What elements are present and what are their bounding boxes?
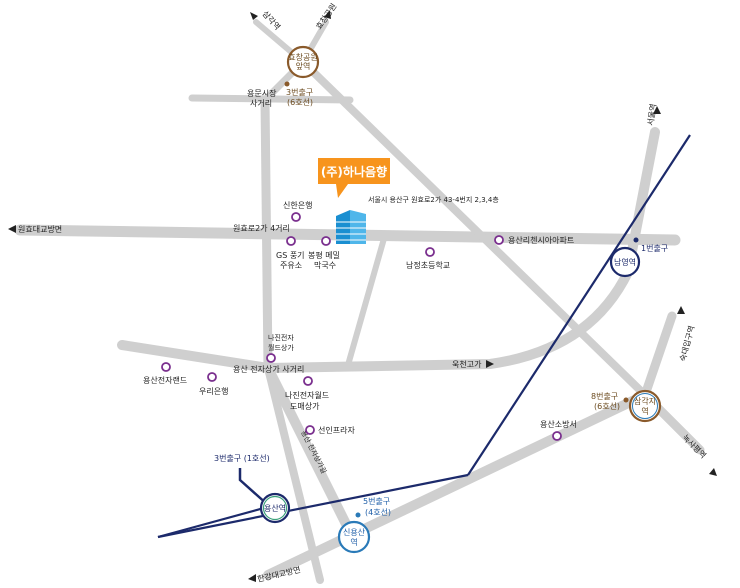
station-yongsan-inner <box>262 495 288 521</box>
station-samgakji-exit-dot <box>623 397 629 403</box>
station-namyeong-exit: 1번출구 <box>641 243 668 253</box>
subway-line-main <box>157 473 469 539</box>
poi-najin-label2: 월드상가 <box>268 343 294 352</box>
label-seoul-direction: 서울역 <box>645 103 658 126</box>
station-yongsan-exit: 3번출구 (1호선) <box>214 453 270 463</box>
station-hyochang-exit-dot <box>284 81 290 87</box>
station-samgakji-exit: 8번출구 <box>591 391 618 401</box>
station-hyochang-exit-line: (6호선) <box>287 98 313 107</box>
label-sookdae-direction: 숙대입구역 <box>677 324 696 362</box>
subway-yongsan-exit-connector <box>238 468 269 506</box>
subway-lines <box>157 134 691 539</box>
poi-najin-world-label1: 나진전자월드 <box>285 390 329 400</box>
poi-sunin-label: 선인프라자 <box>318 425 355 435</box>
station-sinyongsan-line2: 역 <box>350 537 357 547</box>
station-samgakji-line2: 역 <box>641 406 648 416</box>
poi-shinhan-label: 신한은행 <box>283 200 312 210</box>
station-namyeong-name: 남영역 <box>614 257 636 267</box>
station-samgakji-circle <box>628 389 662 423</box>
poi-gs-label2: 주유소 <box>280 261 302 270</box>
road-hyochang-diagonal <box>299 58 649 399</box>
poi-fire-marker <box>552 431 562 441</box>
arrow-noksa-icon <box>709 468 717 476</box>
road-vertical-to-yongsan <box>264 364 324 584</box>
poi-apartment-label: 용산리첸시아아파트 <box>508 235 574 245</box>
label-electronic-intersection: 용산 전자상가 사거리 <box>233 364 304 374</box>
poi-sunin-marker <box>305 425 315 435</box>
station-sinyongsan-circle <box>337 520 371 554</box>
poi-woori-label: 우리은행 <box>199 386 228 396</box>
label-left-direction: 원효대교방면 <box>18 224 62 234</box>
road-electronic-horizontal <box>117 267 633 374</box>
poi-noodle-label1: 봉평 메밀 <box>308 250 340 260</box>
subway-line-ext <box>157 503 276 539</box>
road-market-horizontal <box>188 94 354 104</box>
poi-namjeong-marker <box>425 247 435 257</box>
poi-namjeong-label: 남정초등학교 <box>406 260 450 270</box>
poi-apartment-marker <box>494 235 504 245</box>
road-vertical-left <box>260 95 273 373</box>
station-namyeong-circle <box>609 246 641 278</box>
road-diagonal-to-sinyongsan <box>263 363 359 545</box>
station-sinyongsan-exit: 5번출구 <box>363 496 390 506</box>
label-market-line2: 사거리 <box>250 99 272 108</box>
station-sinyongsan-exit-dot <box>355 512 361 518</box>
arrow-top-right-icon <box>324 10 331 19</box>
station-samgakji: 삼각지 역 8번출구 (6호선) <box>591 389 662 423</box>
station-namyeong-exit-dot <box>633 237 639 243</box>
station-sinyongsan-line1: 신용산 <box>343 527 366 537</box>
station-samgakji-line1: 삼각지 <box>634 396 656 406</box>
station-hyochang: 효창공원 앞역 3번출구 (6호선) <box>284 45 320 107</box>
poi-noodle-label2: 막국수 <box>314 260 336 270</box>
company-address: 서울시 용산구 원효로2가 43-4번지 2,3,4층 <box>368 195 499 204</box>
station-yongsan-name: 용산역 <box>264 503 286 513</box>
label-ramp: 욱천고가 <box>452 359 482 369</box>
station-sinyongsan: 신용산 역 5번출구 (4호선) <box>337 496 391 554</box>
subway-line-diagonal <box>467 134 691 476</box>
station-hyochang-circle <box>286 45 320 79</box>
road-samgakji-sinyongsan <box>263 390 650 580</box>
poi-najin-world-marker <box>303 376 313 386</box>
company-marker: (주)하나음향 서울시 용산구 원효로2가 43-4번지 2,3,4층 <box>318 158 499 244</box>
station-hyochang-line2: 앞역 <box>296 61 311 71</box>
poi-woori-marker <box>207 372 217 382</box>
station-hyochang-line1: 효창공원 <box>288 53 317 62</box>
station-yongsan: 용산역 3번출구 (1호선) <box>214 453 291 524</box>
poi-electronicland-label: 용산전자랜드 <box>143 375 187 385</box>
poi-gs-label1: GS 풍기 <box>276 251 305 260</box>
arrow-hangang-icon <box>248 574 256 582</box>
poi-najin-marker <box>266 353 276 363</box>
poi-electronicland-marker <box>161 362 171 372</box>
company-name: (주)하나음향 <box>321 164 387 179</box>
arrow-top-left-icon <box>250 12 258 20</box>
label-market-line1: 용문시장 <box>247 88 277 98</box>
arrow-seoul-icon <box>653 106 661 114</box>
poi-najin-world-label2: 도매상가 <box>290 401 320 411</box>
poi-fire-label: 용산소방서 <box>540 419 577 429</box>
arrow-left-icon <box>8 225 16 233</box>
building-icon <box>336 210 366 244</box>
direction-arrows <box>8 10 717 582</box>
poi-markers: 신한은행 GS 풍기 주유소 봉평 메밀 막국수 남정초등학교 용산리첸시아아파… <box>143 200 577 441</box>
road-sookdae <box>640 311 677 400</box>
label-main-intersection: 원효로2가 4거리 <box>233 224 290 233</box>
station-samgakji-exit-line: (6호선) <box>594 402 620 411</box>
station-namyeong: 남영역 1번출구 <box>609 237 668 278</box>
station-hyochang-exit: 3번출구 <box>286 87 313 97</box>
poi-najin-label1: 나진전자 <box>268 333 294 342</box>
station-yongsan-circle <box>259 492 291 524</box>
station-sinyongsan-exit-line: (4호선) <box>365 508 391 517</box>
arrow-sookdae-icon <box>677 306 685 314</box>
label-noksa-direction: 녹사평역 <box>681 432 709 460</box>
arrow-ramp-icon <box>486 360 494 368</box>
poi-shinhan-marker <box>291 212 301 222</box>
station-samgakji-inner <box>632 393 658 419</box>
road-small-vertical <box>345 232 388 368</box>
company-bubble <box>318 158 390 198</box>
road-seoul-station <box>623 127 660 277</box>
poi-noodle-marker <box>321 236 331 246</box>
poi-gs-marker <box>286 236 296 246</box>
